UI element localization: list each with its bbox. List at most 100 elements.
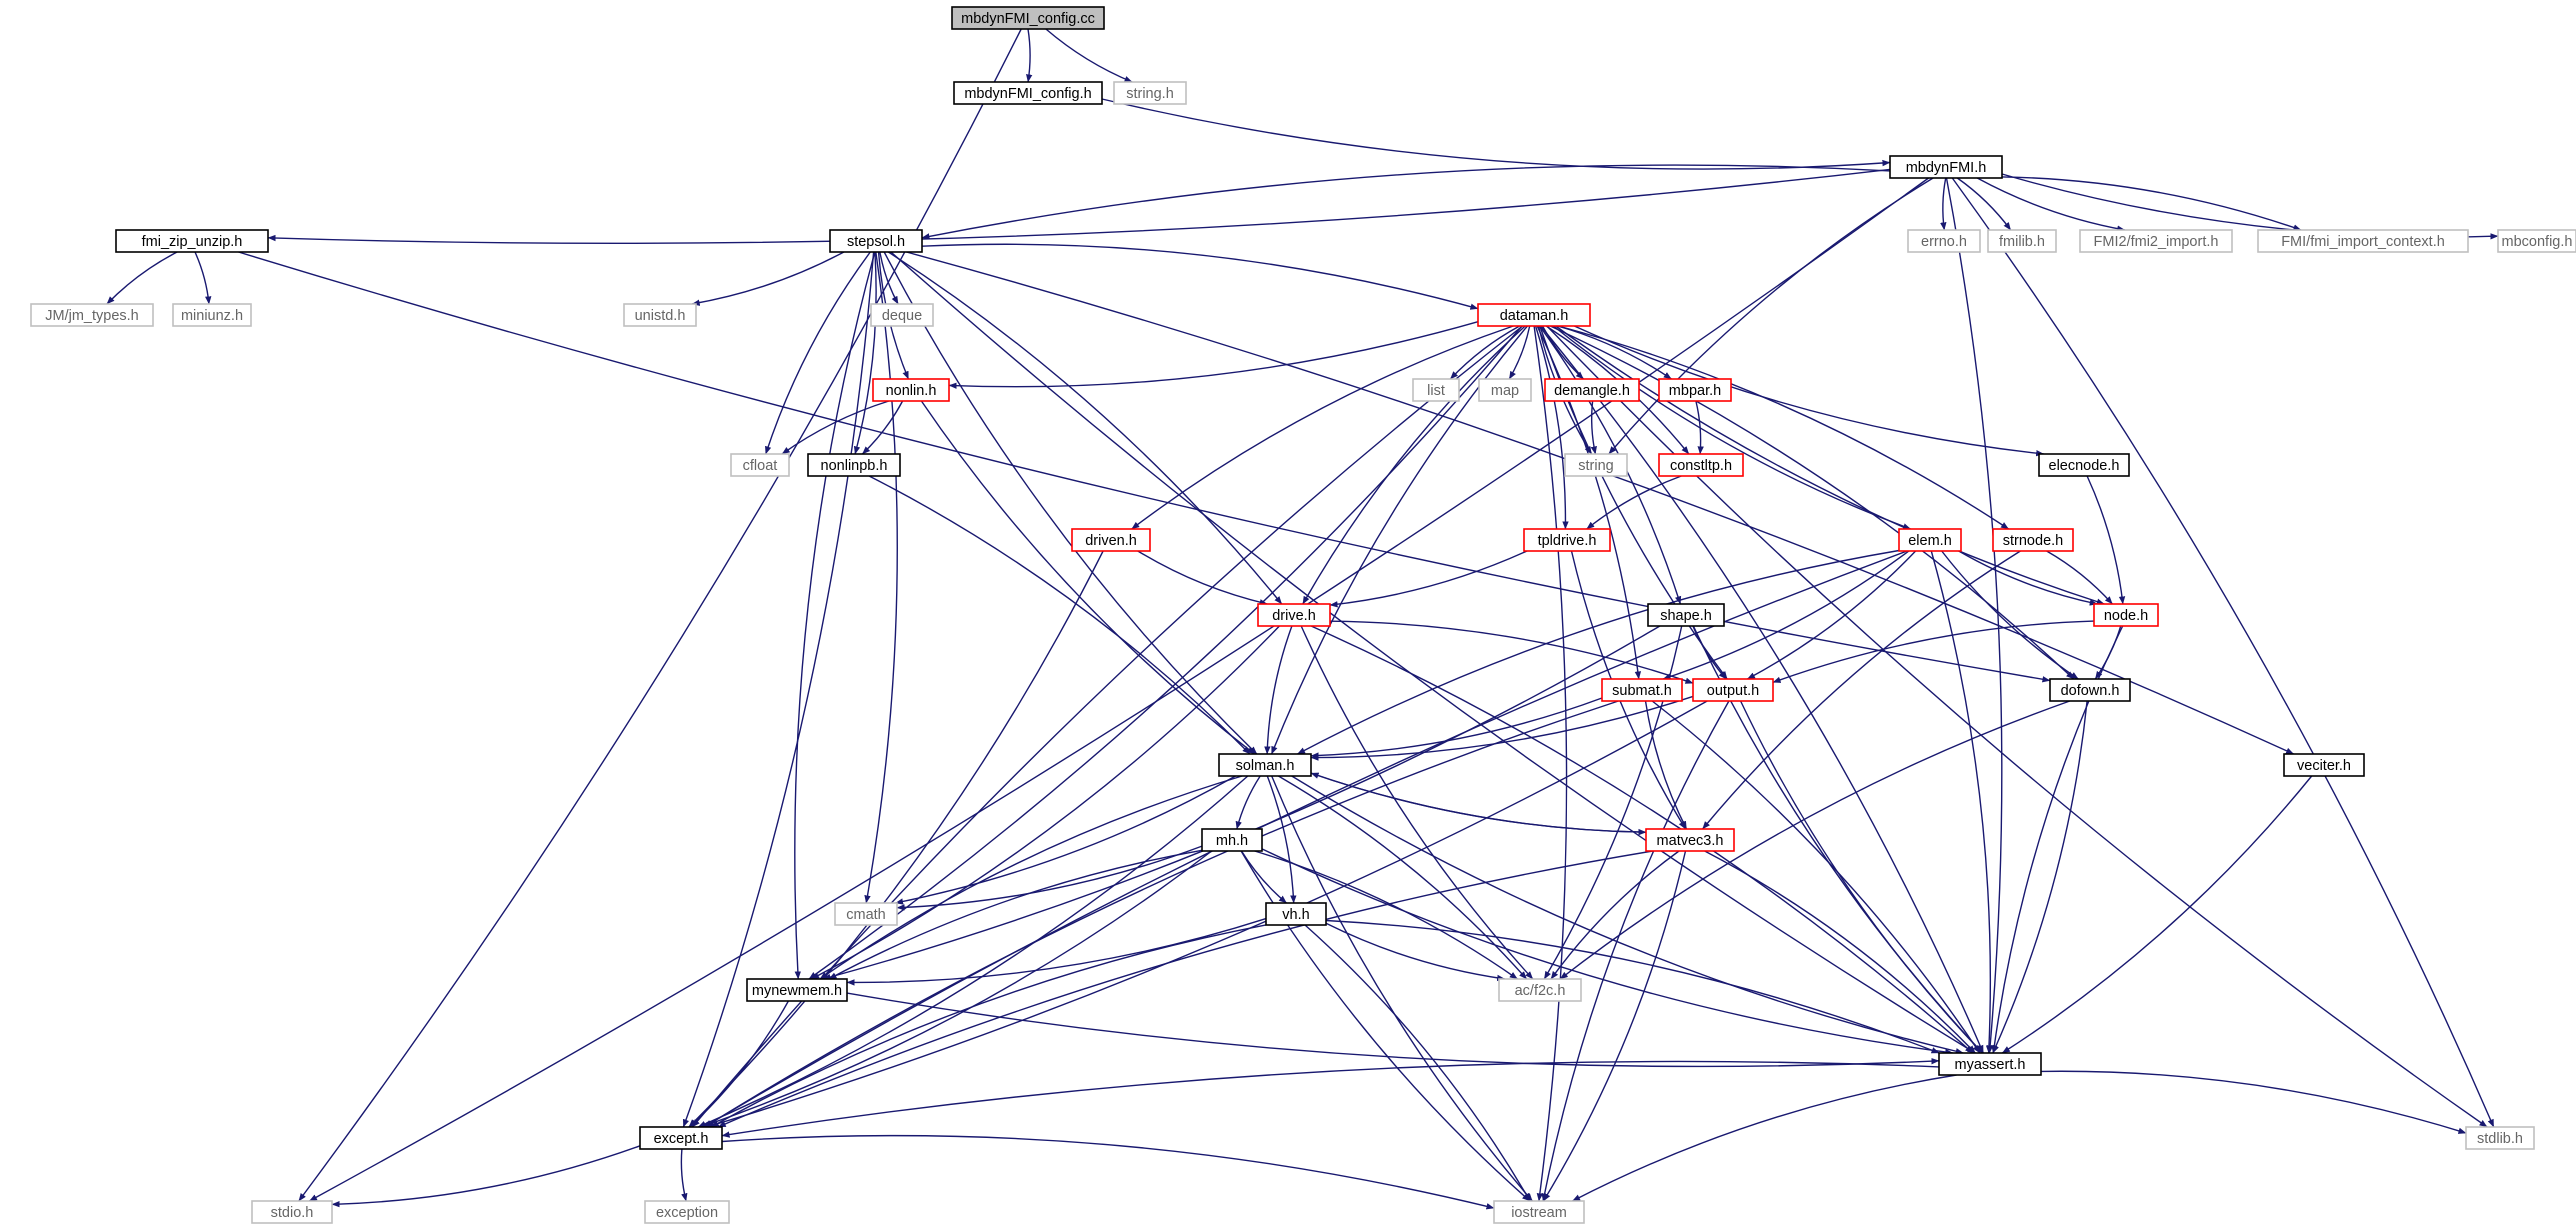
edge-dataman-to-dofown [1550,325,2075,680]
node-box [951,6,1105,30]
node-label: list [1427,383,1445,399]
node-vh[interactable]: vh.h [1265,902,1327,926]
node-stepsol[interactable]: stepsol.h [829,229,923,253]
node-label: mbpar.h [1669,383,1721,399]
node-dofown[interactable]: dofown.h [2049,678,2131,702]
node-dataman[interactable]: dataman.h [1477,303,1591,327]
node-unistd[interactable]: unistd.h [623,303,697,327]
edge-cfg_h-to-mbdynFMI [1101,98,1891,170]
node-iostream[interactable]: iostream [1493,1200,1585,1224]
node-except[interactable]: except.h [639,1126,723,1150]
node-label: mbdynFMI_config.cc [961,11,1095,27]
node-veciter[interactable]: veciter.h [2283,753,2365,777]
node-label: strnode.h [2003,533,2063,549]
edge-solman-to-vh [1266,775,1297,904]
node-miniunz[interactable]: miniunz.h [172,303,252,327]
node-matvec3[interactable]: matvec3.h [1645,828,1735,852]
node-box [746,978,848,1002]
node-demangle[interactable]: demangle.h [1544,378,1640,402]
edge-matvec3-to-except [717,850,1653,1128]
edge-dataman-to-myassert [1540,325,1984,1054]
node-exception[interactable]: exception [644,1200,730,1224]
node-box [1477,303,1591,327]
node-fmilib[interactable]: fmilib.h [1987,229,2057,253]
node-label: veciter.h [2297,758,2351,774]
edge-submat-to-myassert [1651,700,1981,1054]
node-label: iostream [1511,1205,1567,1221]
node-acf2c[interactable]: ac/f2c.h [1498,978,1582,1002]
node-nonlin[interactable]: nonlin.h [872,378,950,402]
node-fmi2import[interactable]: FMI2/fmi2_import.h [2079,229,2233,253]
node-label: myassert.h [1955,1057,2026,1073]
edge-mh-to-mynewmem [828,849,1203,980]
node-tpldrive[interactable]: tpldrive.h [1523,528,1611,552]
node-stdlib[interactable]: stdlib.h [2465,1126,2535,1150]
node-label: submat.h [1612,683,1672,699]
node-jmtypes[interactable]: JM/jm_types.h [30,303,154,327]
node-label: fmi_zip_unzip.h [142,234,243,250]
edge-stepsol-to-unistd [691,251,845,306]
edge-dataman-to-elecnode [1574,325,2045,457]
edge-driven-to-except [688,550,1104,1128]
node-mbpar[interactable]: mbpar.h [1658,378,1732,402]
node-label: exception [656,1205,718,1221]
node-elecnode[interactable]: elecnode.h [2038,453,2130,477]
node-box [2049,678,2131,702]
edge-driven-to-drive [1137,550,1268,606]
node-label: nonlinpb.h [821,458,888,474]
edge-solman-to-acf2c [1278,775,1528,980]
node-string[interactable]: string [1564,453,1628,477]
node-box [2465,1126,2535,1150]
node-stdio[interactable]: stdio.h [251,1200,333,1224]
edge-veciter-to-myassert [2001,775,2313,1054]
node-list[interactable]: list [1412,378,1460,402]
node-submat[interactable]: submat.h [1601,678,1683,702]
node-box [870,303,934,327]
node-shape[interactable]: shape.h [1647,603,1725,627]
node-fmictx[interactable]: FMI/fmi_import_context.h [2257,229,2469,253]
edge-mbdynFMI-to-mbconfig [2001,173,2499,240]
node-string_h[interactable]: string.h [1113,81,1187,105]
node-box [644,1200,730,1224]
edge-output-to-solman [1310,695,1694,761]
node-cfg_h[interactable]: mbdynFMI_config.h [953,81,1103,105]
edge-mbdynFMI-to-fmizip [267,168,1891,245]
node-box [2093,603,2159,627]
node-errno[interactable]: errno.h [1907,229,1981,253]
node-label: nonlin.h [886,383,937,399]
edge-elem-to-node [1958,550,2098,606]
node-box [1201,828,1263,852]
node-cfloat[interactable]: cfloat [730,453,790,477]
node-fmizip[interactable]: fmi_zip_unzip.h [115,229,269,253]
node-solman[interactable]: solman.h [1218,753,1312,777]
node-mbdynFMI[interactable]: mbdynFMI.h [1889,155,2003,179]
node-mbconfig[interactable]: mbconfig.h [2497,229,2576,253]
node-node[interactable]: node.h [2093,603,2159,627]
node-mynewmem[interactable]: mynewmem.h [746,978,848,1002]
edge-solman-to-iostream [1271,775,1533,1202]
node-output[interactable]: output.h [1692,678,1774,702]
node-label: constltp.h [1670,458,1732,474]
node-nonlinpb[interactable]: nonlinpb.h [807,453,901,477]
edge-node-to-output [1772,620,2095,684]
node-deque[interactable]: deque [870,303,934,327]
node-map[interactable]: map [1478,378,1532,402]
edge-vh-to-mynewmem [846,917,1267,986]
node-box [1987,229,2057,253]
node-root[interactable]: mbdynFMI_config.cc [951,6,1105,30]
node-driven[interactable]: driven.h [1071,528,1151,552]
node-constltp[interactable]: constltp.h [1658,453,1744,477]
node-strnode[interactable]: strnode.h [1992,528,2074,552]
node-elem[interactable]: elem.h [1898,528,1962,552]
node-label: cfloat [743,458,778,474]
edge-dataman-to-map [1508,325,1531,380]
node-drive[interactable]: drive.h [1257,603,1331,627]
node-myassert[interactable]: myassert.h [1938,1052,2042,1076]
edge-matvec3-to-acf2c [1550,850,1680,980]
node-box [1658,453,1744,477]
node-mh[interactable]: mh.h [1201,828,1263,852]
edge-mynewmem-to-except [689,1000,790,1128]
node-label: mbdynFMI.h [1906,160,1987,176]
node-cmath[interactable]: cmath [834,902,898,926]
node-label: stepsol.h [847,234,905,250]
